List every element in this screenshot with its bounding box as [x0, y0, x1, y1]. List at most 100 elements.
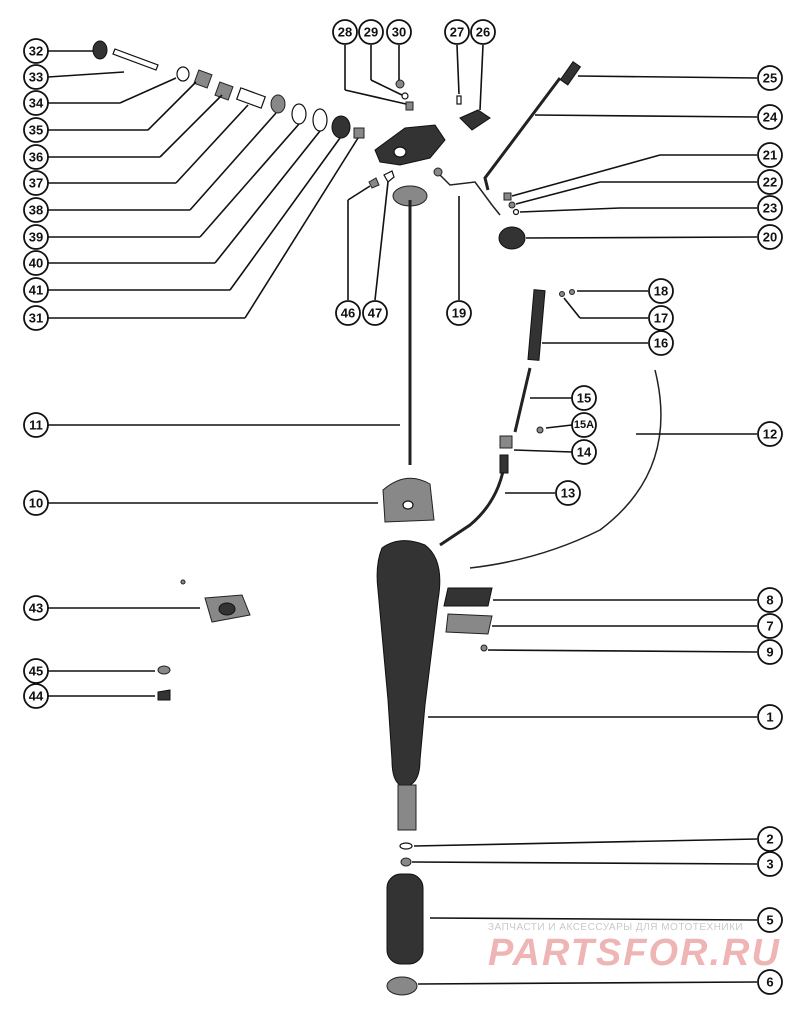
part-18-pin — [569, 289, 575, 295]
part-30-screw — [395, 79, 405, 89]
svg-text:1: 1 — [766, 710, 773, 725]
part-9-screw — [480, 644, 488, 652]
callout-35: 35 — [23, 117, 49, 143]
callout-46: 46 — [335, 300, 361, 326]
callout-40: 40 — [23, 250, 49, 276]
svg-text:37: 37 — [29, 176, 43, 191]
svg-text:2: 2 — [766, 832, 773, 847]
svg-text:45: 45 — [29, 664, 43, 679]
svg-text:35: 35 — [29, 123, 43, 138]
callout-33: 33 — [23, 64, 49, 90]
part-12-cable — [469, 369, 662, 569]
callout-47: 47 — [362, 300, 388, 326]
part-25-grip — [559, 60, 582, 86]
part-31-nut — [353, 127, 365, 139]
part-22-washer — [508, 201, 516, 209]
part-28-pin — [405, 101, 414, 111]
svg-text:15A: 15A — [574, 419, 594, 431]
svg-text:14: 14 — [577, 445, 592, 460]
part-47-clip — [383, 170, 395, 183]
svg-text:6: 6 — [766, 975, 773, 990]
part-40-ring — [312, 108, 328, 132]
callout-21: 21 — [757, 142, 783, 168]
part-34-washer — [176, 66, 190, 82]
callout-12: 12 — [757, 421, 783, 447]
callout-30: 30 — [386, 19, 412, 45]
part-7-plate — [445, 613, 493, 635]
svg-text:29: 29 — [364, 25, 378, 40]
callout-25: 25 — [757, 65, 783, 91]
callout-31: 31 — [23, 305, 49, 331]
part-27-pin — [456, 95, 462, 105]
callout-29: 29 — [358, 19, 384, 45]
part-17-pin — [559, 291, 565, 297]
part-45-washer — [157, 665, 171, 675]
callout-18: 18 — [648, 278, 674, 304]
part-44-screw — [157, 689, 171, 701]
svg-text:34: 34 — [29, 96, 44, 111]
part-19-link — [436, 171, 501, 216]
part-46-screw — [368, 177, 380, 189]
svg-text:7: 7 — [766, 619, 773, 634]
svg-text:13: 13 — [561, 486, 575, 501]
callout-8: 8 — [757, 587, 783, 613]
svg-text:5: 5 — [766, 913, 773, 928]
pivot-housing — [374, 124, 446, 166]
svg-text:20: 20 — [763, 230, 777, 245]
part-3-ring — [400, 857, 412, 867]
svg-text:39: 39 — [29, 230, 43, 245]
callout-1: 1 — [757, 704, 783, 730]
svg-text:26: 26 — [476, 25, 490, 40]
parts-illustration — [92, 40, 662, 996]
callout-38: 38 — [23, 197, 49, 223]
callout-5: 5 — [757, 907, 783, 933]
callout-22: 22 — [757, 169, 783, 195]
part-41-gear — [331, 115, 351, 139]
svg-text:47: 47 — [368, 306, 382, 321]
callout-9: 9 — [757, 639, 783, 665]
handle-tube — [397, 784, 417, 831]
leader-lines — [47, 44, 758, 985]
svg-text:33: 33 — [29, 70, 43, 85]
part-39-ring — [291, 103, 307, 125]
svg-text:31: 31 — [29, 311, 43, 326]
svg-text:36: 36 — [29, 150, 43, 165]
callout-39: 39 — [23, 224, 49, 250]
callout-44: 44 — [23, 683, 49, 709]
svg-text:8: 8 — [766, 593, 773, 608]
callout-19: 19 — [446, 300, 472, 326]
svg-text:24: 24 — [763, 110, 778, 125]
callouts: 32 33 34 35 36 37 38 39 40 41 31 28 29 3… — [23, 19, 783, 995]
callout-20: 20 — [757, 224, 783, 250]
svg-text:15: 15 — [577, 391, 591, 406]
svg-text:17: 17 — [654, 311, 668, 326]
watermark: ЗАПЧАСТИ И АКСЕССУАРЫ ДЛЯ МОТОТЕХНИКИ PA… — [488, 922, 788, 973]
svg-text:11: 11 — [29, 418, 43, 433]
svg-text:44: 44 — [29, 689, 44, 704]
part-21-screw — [503, 192, 512, 201]
svg-text:46: 46 — [341, 306, 355, 321]
callout-16: 16 — [648, 330, 674, 356]
callout-41: 41 — [23, 277, 49, 303]
part-2-washer — [399, 842, 413, 850]
callout-32: 32 — [23, 38, 49, 64]
callout-6: 6 — [757, 969, 783, 995]
svg-text:25: 25 — [763, 71, 777, 86]
part-6-cap — [386, 976, 418, 996]
bracket-hole — [402, 500, 414, 510]
callout-23: 23 — [757, 195, 783, 221]
part-35-spacer — [193, 69, 213, 89]
svg-text:21: 21 — [763, 148, 777, 163]
part-29-washer — [401, 92, 409, 100]
svg-text:32: 32 — [29, 44, 43, 59]
callout-7: 7 — [757, 613, 783, 639]
part-20-knob — [498, 226, 526, 250]
svg-text:12: 12 — [763, 427, 777, 442]
svg-text:43: 43 — [29, 601, 43, 616]
callout-36: 36 — [23, 144, 49, 170]
part-36-spacer — [214, 81, 234, 101]
callout-3: 3 — [757, 851, 783, 877]
svg-text:19: 19 — [452, 306, 466, 321]
svg-text:27: 27 — [450, 25, 464, 40]
